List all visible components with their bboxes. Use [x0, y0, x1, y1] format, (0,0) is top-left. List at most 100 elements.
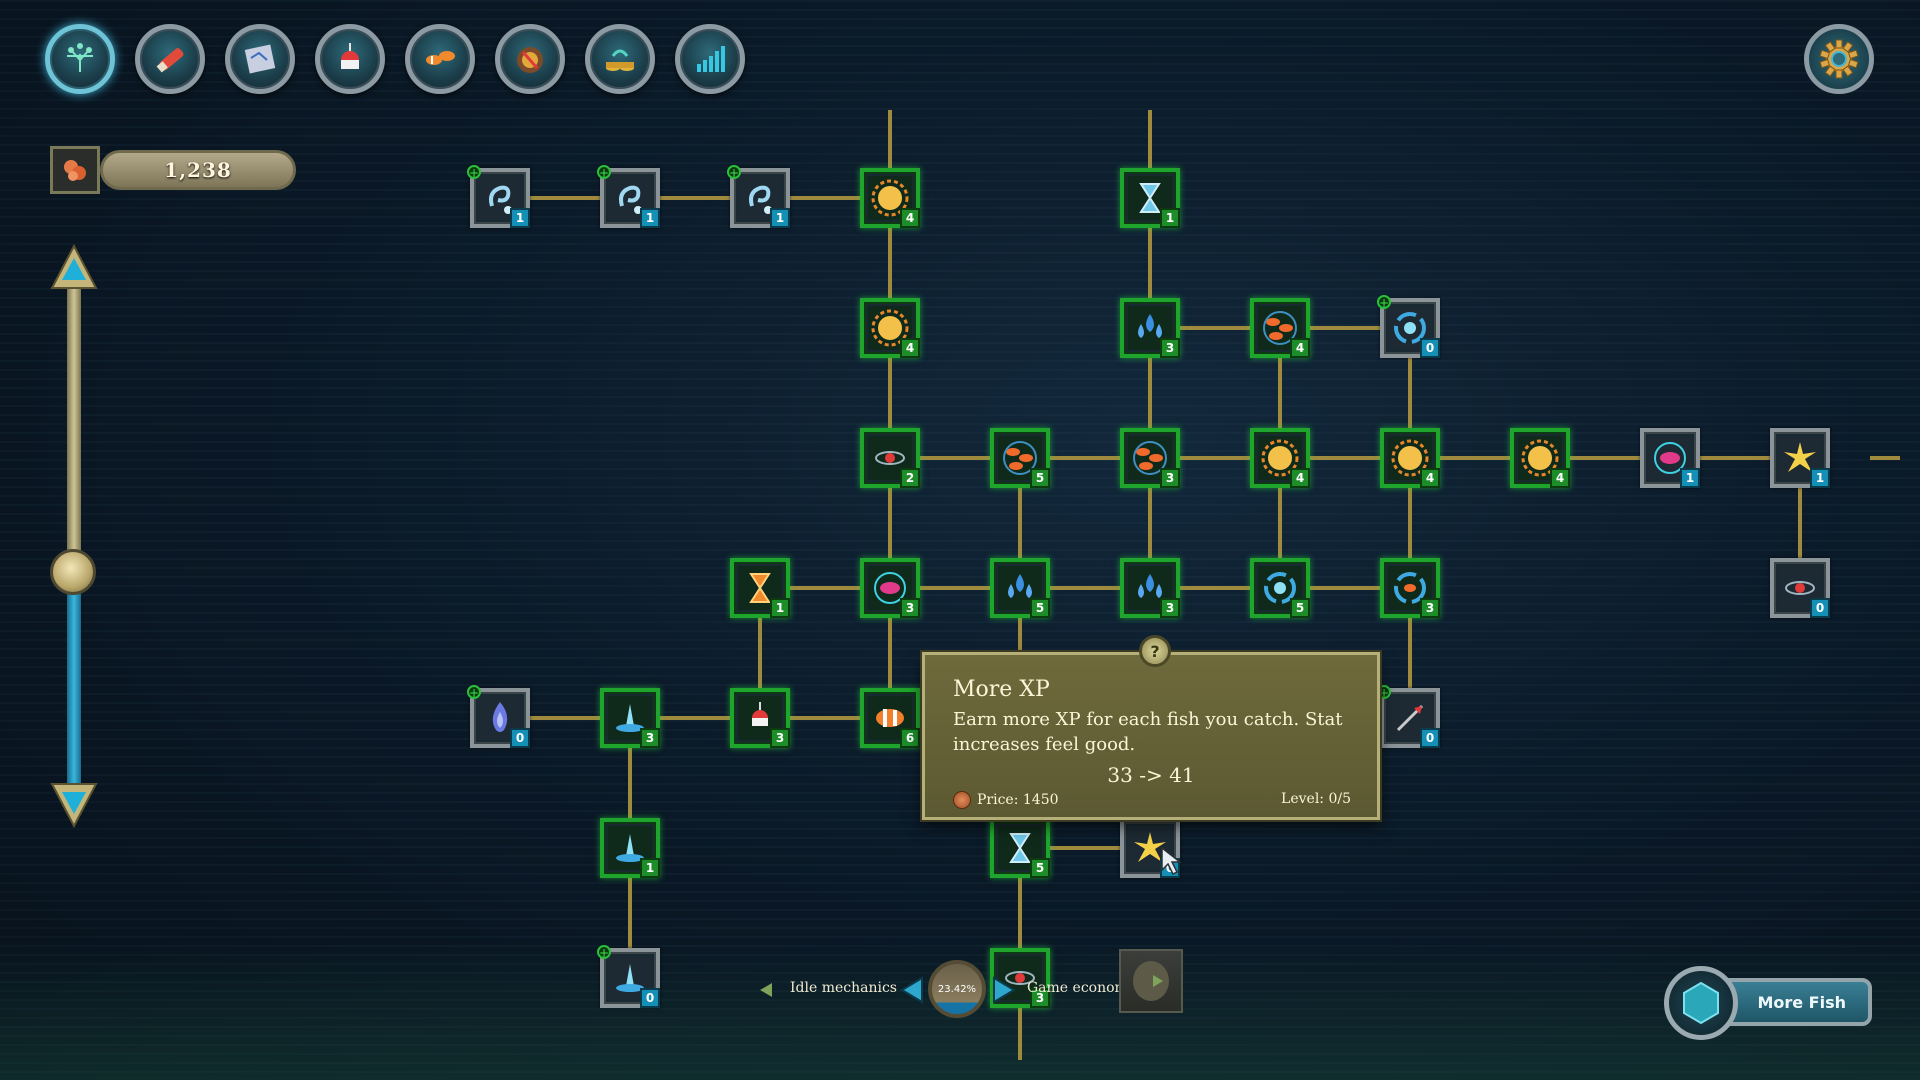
- skill-node-vortex[interactable]: 0+: [1377, 295, 1440, 358]
- skill-node-sun[interactable]: 4: [860, 168, 920, 228]
- skill-node-splash[interactable]: 1: [600, 818, 660, 878]
- skill-node-clownfish[interactable]: 6: [860, 688, 920, 748]
- skill-level-badge: 1: [640, 208, 660, 228]
- clownfish-icon: [868, 696, 912, 740]
- skill-node-fish-school[interactable]: 3: [1120, 428, 1180, 488]
- plus-icon[interactable]: +: [467, 165, 481, 180]
- skill-node-hourglass[interactable]: 5: [990, 818, 1050, 878]
- skill-node-hourglass[interactable]: 1: [1120, 168, 1180, 228]
- plus-icon[interactable]: +: [467, 685, 481, 700]
- map-icon: [244, 44, 276, 74]
- skill-level-badge: 4: [1290, 338, 1310, 358]
- plus-icon[interactable]: +: [597, 165, 611, 180]
- plus-icon[interactable]: +: [1377, 295, 1391, 310]
- tooltip-title: More XP: [953, 677, 1050, 702]
- skill-level-badge: 1: [1680, 468, 1700, 488]
- section-progress-circle: 23.42%: [928, 960, 986, 1018]
- zoom-slider-track[interactable]: [67, 270, 81, 800]
- skill-level-badge: 0: [1420, 338, 1440, 358]
- skill-level-badge: 3: [1160, 468, 1180, 488]
- skill-node-swirl[interactable]: 1+: [467, 165, 530, 228]
- skill-node-hourglass-fire[interactable]: 1: [730, 558, 790, 618]
- skill-node-fish-vortex[interactable]: 3: [1380, 558, 1440, 618]
- bait-tab[interactable]: [315, 24, 385, 94]
- coral-coin-icon: [953, 791, 971, 809]
- skill-node-fish-school[interactable]: 5: [990, 428, 1050, 488]
- skill-node-drops[interactable]: 3: [1120, 558, 1180, 618]
- skill-node-flame[interactable]: 0+: [467, 685, 530, 748]
- skill-node-splash[interactable]: 0+: [597, 945, 660, 1008]
- gear-icon: [1819, 39, 1859, 79]
- gem-icon: [1664, 966, 1738, 1040]
- skill-node-swirl[interactable]: 1+: [597, 165, 660, 228]
- coral-currency-icon: [50, 146, 100, 194]
- skill-level-badge: 0: [1810, 598, 1830, 618]
- skill-level-badge: 1: [510, 208, 530, 228]
- skill-node-sun[interactable]: 4: [1510, 428, 1570, 488]
- skill-node-magic-fish[interactable]: 3: [860, 558, 920, 618]
- coins-tab[interactable]: [585, 24, 655, 94]
- skill-node-drops[interactable]: 3: [1120, 298, 1180, 358]
- skill-level-badge: 3: [640, 728, 660, 748]
- next-section-label[interactable]: Game economy: [1027, 980, 1136, 996]
- fish-icon: [426, 51, 455, 65]
- plus-icon[interactable]: +: [597, 945, 611, 960]
- stats-tab[interactable]: [675, 24, 745, 94]
- skill-node-lure[interactable]: 2: [860, 428, 920, 488]
- skill-level-badge: 5: [1030, 468, 1050, 488]
- skill-node-sun[interactable]: 4: [860, 298, 920, 358]
- fish-tab[interactable]: [405, 24, 475, 94]
- prev-section-arrow-icon[interactable]: [900, 976, 924, 1004]
- skill-node-lure[interactable]: 0: [1770, 558, 1830, 618]
- settings-button[interactable]: [1804, 24, 1874, 94]
- skill-node-splash[interactable]: 3: [600, 688, 660, 748]
- zoom-slider-fill: [67, 572, 81, 800]
- skill-node-harpoon[interactable]: 0+: [1377, 685, 1440, 748]
- plus-icon[interactable]: +: [727, 165, 741, 180]
- skill-node-bobber[interactable]: 3: [730, 688, 790, 748]
- zoom-in-arrow-icon[interactable]: [50, 244, 98, 290]
- skill-level-badge: 5: [1030, 598, 1050, 618]
- skill-node-magic-fish[interactable]: 1: [1640, 428, 1700, 488]
- prev-section-label[interactable]: Idle mechanics: [790, 980, 897, 996]
- coins-icon: [606, 49, 634, 71]
- skill-level-badge: 2: [900, 468, 920, 488]
- boost-tab[interactable]: [495, 24, 565, 94]
- tree-section-nav: Idle mechanics 23.42% Game economy: [750, 960, 1170, 1020]
- skill-level-badge: 1: [1160, 208, 1180, 228]
- prev-section-small-arrow-icon[interactable]: [758, 982, 774, 998]
- zoom-slider-knob[interactable]: [50, 549, 96, 596]
- next-section-arrow-icon[interactable]: [992, 976, 1016, 1004]
- skill-level-badge: 0: [640, 988, 660, 1008]
- help-icon[interactable]: ?: [1139, 635, 1171, 667]
- map-tab[interactable]: [225, 24, 295, 94]
- skill-level-badge: 3: [900, 598, 920, 618]
- stats-icon: [697, 46, 725, 72]
- skill-node-swirl[interactable]: 1+: [727, 165, 790, 228]
- burst-icon: [1778, 436, 1822, 480]
- burst-icon: [1128, 826, 1172, 870]
- skill-node-sun[interactable]: 4: [1380, 428, 1440, 488]
- skill-level-badge: 1: [770, 598, 790, 618]
- tooltip-description: Earn more XP for each fish you catch. St…: [953, 709, 1343, 755]
- skill-tree-tab[interactable]: [45, 24, 115, 94]
- skill-node-burst[interactable]: 1: [1770, 428, 1830, 488]
- zoom-out-arrow-icon[interactable]: [50, 782, 98, 828]
- vortex-icon: [1258, 566, 1302, 610]
- skill-level-badge: 3: [1160, 338, 1180, 358]
- skill-level-badge: 3: [1420, 598, 1440, 618]
- tooltip-level: Level: 0/5: [1281, 791, 1351, 807]
- skill-level-badge: 3: [1160, 598, 1180, 618]
- locked-section-tile[interactable]: [1119, 949, 1183, 1013]
- rod-tab[interactable]: [135, 24, 205, 94]
- more-fish-button[interactable]: More Fish: [1664, 966, 1876, 1040]
- skill-node-sun[interactable]: 4: [1250, 428, 1310, 488]
- tooltip-price: Price: 1450: [953, 791, 1059, 809]
- skill-node-fish-school[interactable]: 4: [1250, 298, 1310, 358]
- skill-level-badge: 5: [1290, 598, 1310, 618]
- skill-level-badge: 3: [1030, 988, 1050, 1008]
- skill-node-vortex[interactable]: 5: [1250, 558, 1310, 618]
- skill-node-drops[interactable]: 5: [990, 558, 1050, 618]
